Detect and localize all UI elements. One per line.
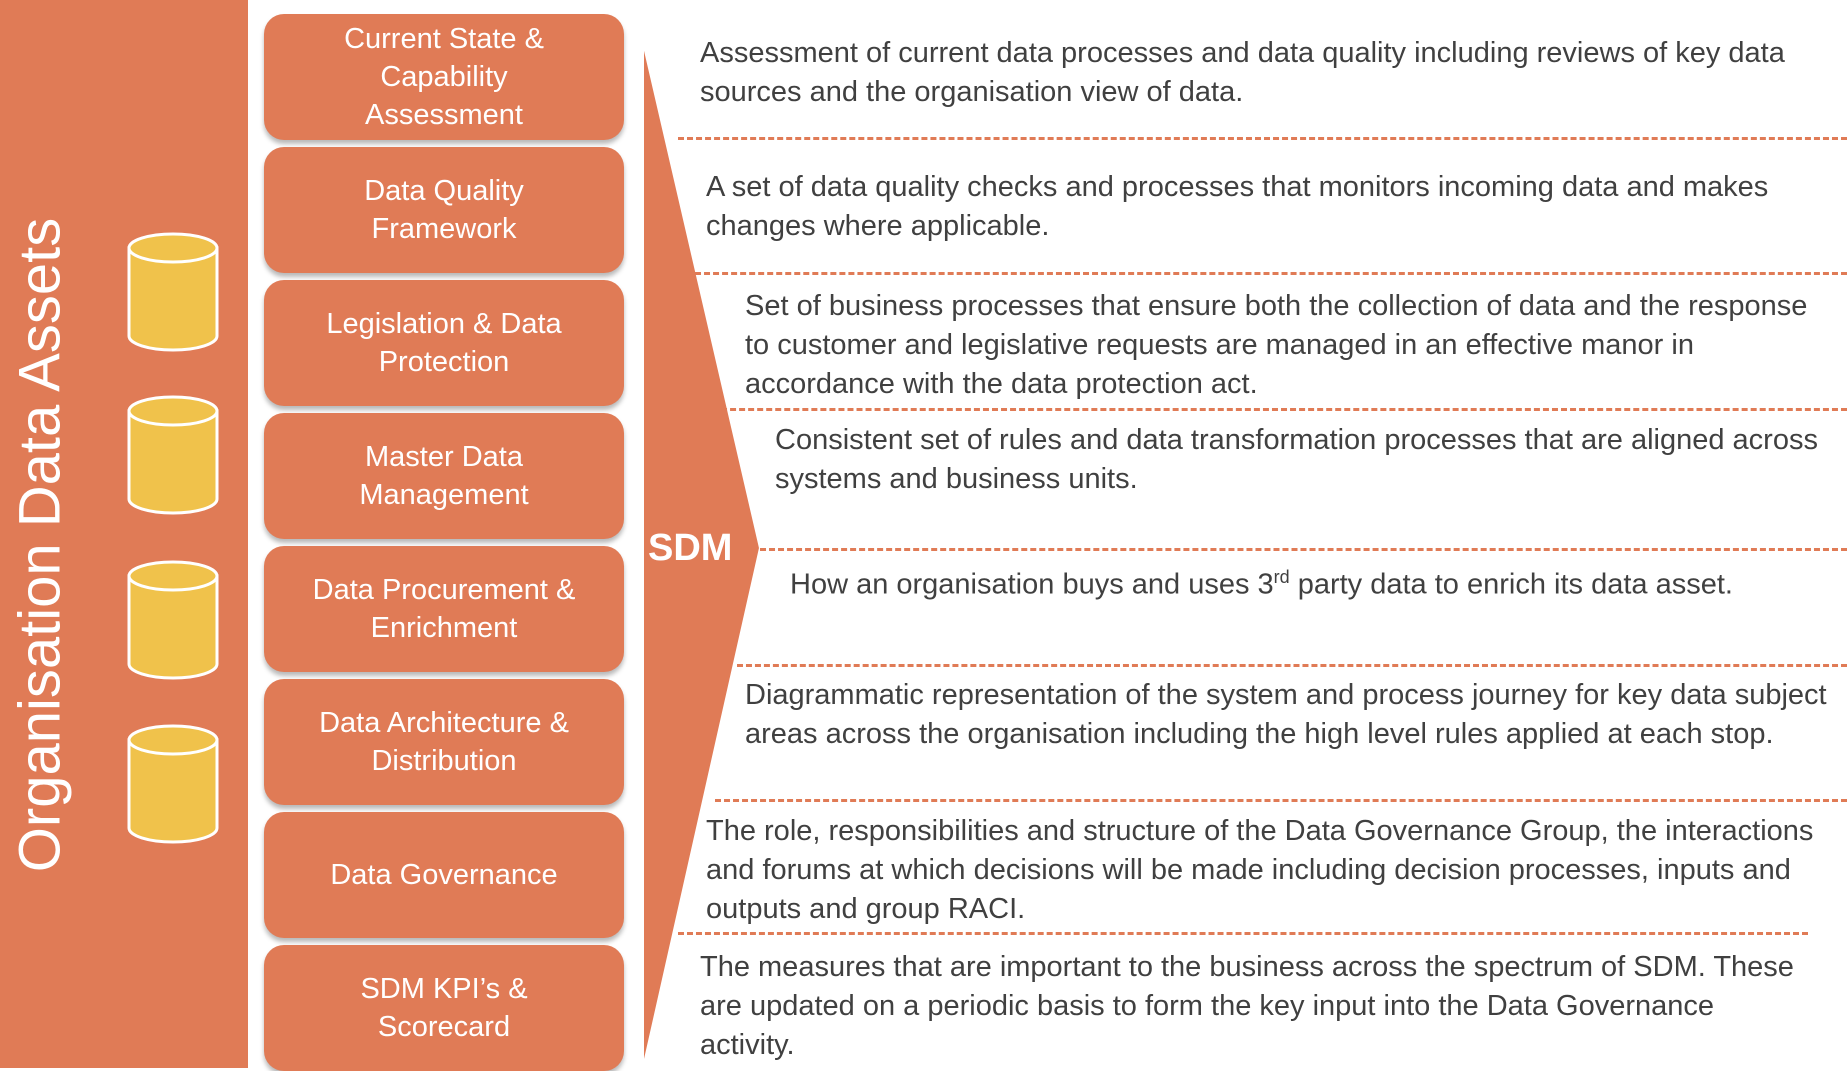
database-icon <box>127 560 219 680</box>
divider <box>678 137 1847 140</box>
component-label: Data Procurement & Enrichment <box>312 574 576 644</box>
description-master-data: Consistent set of rules and data transfo… <box>775 424 1818 495</box>
database-icon <box>127 724 219 844</box>
database-icon <box>127 395 219 515</box>
description-procurement: How an organisation buys and uses 3rd pa… <box>790 567 1733 601</box>
description-kpi: The measures that are important to the b… <box>700 951 1794 1061</box>
divider <box>737 664 1847 667</box>
component-label: Data Architecture & Distribution <box>319 707 569 777</box>
component-label: Data Quality Framework <box>364 175 524 245</box>
description-data-quality: A set of data quality checks and process… <box>706 171 1769 242</box>
left-panel <box>0 0 248 1068</box>
sdm-label: SDM <box>648 527 733 569</box>
component-label: Legislation & Data Protection <box>326 308 562 378</box>
component-box-data-quality: Data Quality Framework <box>264 147 624 273</box>
component-box-architecture: Data Architecture & Distribution <box>264 679 624 805</box>
component-box-legislation: Legislation & Data Protection <box>264 280 624 406</box>
database-icon <box>127 232 219 352</box>
divider <box>712 408 1847 411</box>
component-box-master-data: Master Data Management <box>264 413 624 539</box>
description-legislation: Set of business processes that ensure bo… <box>745 290 1808 400</box>
component-label: Master Data Management <box>359 441 529 511</box>
component-label: Current State & Capability Assessment <box>344 23 544 131</box>
component-label: SDM KPI’s & Scorecard <box>360 973 528 1043</box>
component-box-procurement: Data Procurement & Enrichment <box>264 546 624 672</box>
component-box-kpi: SDM KPI’s & Scorecard <box>264 945 624 1071</box>
divider <box>742 548 1847 551</box>
divider <box>695 272 1847 275</box>
description-architecture: Diagrammatic representation of the syste… <box>745 679 1827 750</box>
component-box-governance: Data Governance <box>264 812 624 938</box>
sdm-chevron-arrow <box>642 41 762 1068</box>
left-panel-title: Organisation Data Assets <box>7 217 73 873</box>
description-current-state: Assessment of current data processes and… <box>700 37 1785 108</box>
component-label: Data Governance <box>330 859 558 891</box>
description-governance: The role, responsibilities and structure… <box>706 815 1814 925</box>
component-box-current-state: Current State & Capability Assessment <box>264 14 624 140</box>
divider <box>715 799 1847 802</box>
divider <box>678 932 1808 935</box>
